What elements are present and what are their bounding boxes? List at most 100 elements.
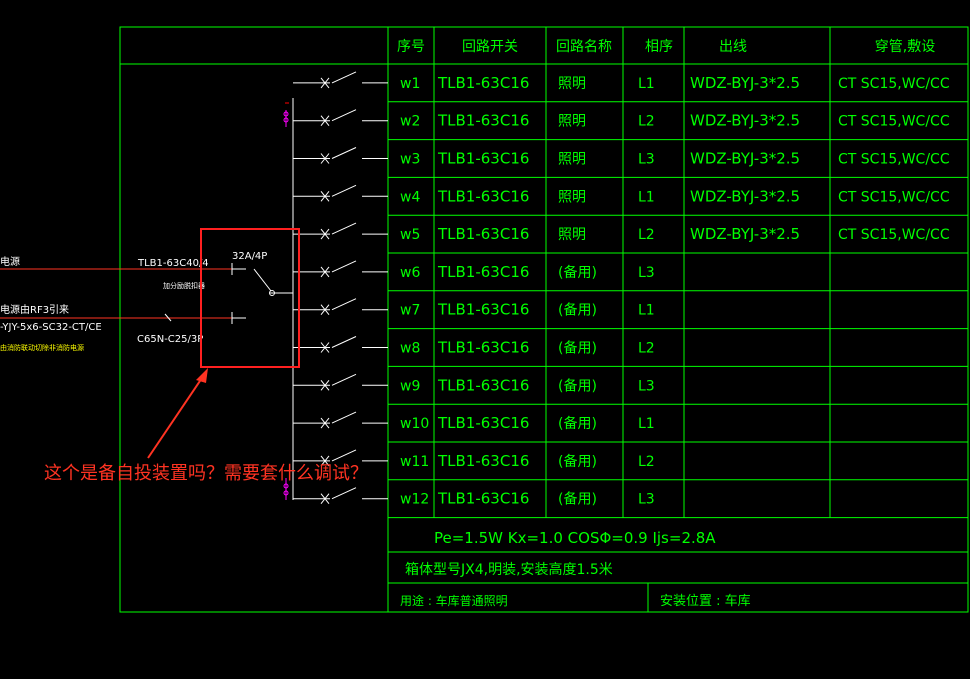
circuit-id: w8 bbox=[400, 341, 420, 357]
circuit-name: 照明 bbox=[558, 189, 586, 205]
switch-cross bbox=[320, 228, 330, 240]
switch-blade bbox=[331, 260, 357, 273]
question-text: 这个是备自投装置吗？需要套什么调试？ bbox=[44, 463, 368, 484]
switch-blade bbox=[331, 336, 357, 348]
breaker-model: TLB1-63C16 bbox=[437, 452, 529, 470]
phase: L2 bbox=[638, 114, 655, 130]
phase: L2 bbox=[638, 341, 655, 357]
incoming-2-cable: -YJY-5x6-SC32-CT/CE bbox=[0, 322, 102, 333]
circuit-id: w10 bbox=[400, 416, 429, 432]
circuit-id: w4 bbox=[400, 189, 420, 205]
header-conduit: 穿管,敷设 bbox=[875, 39, 935, 55]
summary-text: Pe=1.5W Kx=1.0 COSΦ=0.9 Ijs=2.8A bbox=[434, 529, 716, 547]
circuit-name: 照明 bbox=[558, 76, 586, 92]
phase: L1 bbox=[638, 189, 655, 205]
header-cable: 出线 bbox=[719, 39, 747, 55]
ats-rating-label: 32A/4P bbox=[232, 251, 267, 262]
breaker-model: TLB1-63C16 bbox=[437, 376, 529, 394]
circuit-id: w1 bbox=[400, 76, 420, 92]
incoming-section: 电源 TLB1-63C40/4 32A/4P 加分励脱扣器 电源由RF3引来 -… bbox=[0, 228, 300, 368]
switch-cross bbox=[320, 417, 330, 429]
conduit-spec: CT SC15,WC/CC bbox=[838, 114, 950, 130]
breaker-model: TLB1-63C16 bbox=[437, 225, 529, 243]
breaker-model: TLB1-63C16 bbox=[437, 301, 529, 319]
breaker-model: TLB1-63C16 bbox=[437, 187, 529, 205]
breaker-model: TLB1-63C16 bbox=[437, 414, 529, 432]
circuit-id: w6 bbox=[400, 265, 420, 281]
breaker-2-label: C65N-C25/3P bbox=[137, 334, 203, 345]
outer-frame bbox=[119, 26, 969, 613]
phase: L3 bbox=[638, 265, 655, 281]
circuit-id: w3 bbox=[400, 152, 420, 168]
circuit-name: (备用) bbox=[558, 340, 597, 357]
conduit-spec: CT SC15,WC/CC bbox=[838, 152, 950, 168]
cable-spec: WDZ-BYJ-3*2.5 bbox=[690, 187, 800, 205]
switch-cross bbox=[320, 153, 330, 164]
switch-cross bbox=[320, 115, 330, 127]
breaker-1-label: TLB1-63C40/4 bbox=[137, 258, 209, 269]
table-header: 序号 回路开关 回路名称 相序 出线 穿管,敷设 bbox=[397, 39, 935, 55]
switch-cross bbox=[320, 77, 330, 89]
switch-blade bbox=[331, 222, 357, 235]
ats-output-node bbox=[269, 290, 275, 296]
circuit-name: (备用) bbox=[558, 264, 597, 281]
header-circuit-name: 回路名称 bbox=[556, 39, 612, 55]
phase: L1 bbox=[638, 76, 655, 92]
switch-blade bbox=[331, 298, 357, 311]
circuit-name: (备用) bbox=[558, 302, 597, 319]
switch-cross bbox=[320, 190, 330, 202]
circuit-name: 照明 bbox=[558, 152, 586, 168]
incoming-1-label: 电源 bbox=[0, 255, 20, 268]
cable-spec: WDZ-BYJ-3*2.5 bbox=[690, 150, 800, 168]
phase: L3 bbox=[638, 378, 655, 394]
circuit-id: w11 bbox=[400, 454, 429, 470]
phase: L3 bbox=[638, 492, 655, 508]
cable-spec: WDZ-BYJ-3*2.5 bbox=[690, 112, 800, 130]
circuit-name: 照明 bbox=[558, 114, 586, 130]
switch-blade bbox=[331, 184, 357, 197]
ats-switch-blade bbox=[253, 268, 272, 292]
switch-blade bbox=[331, 71, 357, 84]
breaker-2-mark bbox=[164, 313, 172, 322]
surge-symbol-top bbox=[283, 102, 289, 127]
switch-cross bbox=[320, 342, 330, 353]
fire-cutoff-note: 由消防联动切除非消防电源 bbox=[0, 343, 84, 352]
outgoing-switches bbox=[293, 71, 388, 505]
switch-cross bbox=[320, 455, 330, 467]
circuit-name: (备用) bbox=[558, 377, 597, 394]
conduit-spec: CT SC15,WC/CC bbox=[838, 227, 950, 243]
conduit-spec: CT SC15,WC/CC bbox=[838, 189, 950, 205]
schedule-footer: Pe=1.5W Kx=1.0 COSΦ=0.9 Ijs=2.8A 箱体型号JX4… bbox=[400, 529, 751, 609]
surge-symbol-bottom bbox=[283, 478, 289, 500]
circuit-id: w9 bbox=[400, 378, 420, 394]
header-seq: 序号 bbox=[397, 39, 425, 55]
cable-spec: WDZ-BYJ-3*2.5 bbox=[690, 225, 800, 243]
arrow-head bbox=[196, 368, 208, 383]
switch-blade bbox=[331, 109, 357, 122]
location-text: 安装位置 : 车库 bbox=[660, 593, 751, 609]
switch-blade bbox=[331, 147, 357, 159]
incoming-2-label: 电源由RF3引来 bbox=[0, 303, 69, 316]
circuit-name: (备用) bbox=[558, 453, 597, 470]
circuit-name: (备用) bbox=[558, 415, 597, 432]
conduit-spec: CT SC15,WC/CC bbox=[838, 76, 950, 92]
breaker-model: TLB1-63C16 bbox=[437, 74, 529, 92]
switch-blade bbox=[331, 411, 357, 424]
phase: L2 bbox=[638, 227, 655, 243]
switch-blade bbox=[331, 373, 357, 386]
busbar bbox=[269, 98, 294, 500]
switch-cross bbox=[320, 493, 330, 505]
switch-blade bbox=[331, 487, 357, 500]
breaker-model: TLB1-63C16 bbox=[437, 490, 529, 508]
switch-cross bbox=[320, 304, 330, 316]
phase: L1 bbox=[638, 303, 655, 319]
breaker-model: TLB1-63C16 bbox=[437, 263, 529, 281]
phase: L1 bbox=[638, 416, 655, 432]
circuit-name: 照明 bbox=[558, 227, 586, 243]
breaker-model: TLB1-63C16 bbox=[437, 150, 529, 168]
circuit-id: w2 bbox=[400, 114, 420, 130]
breaker-model: TLB1-63C16 bbox=[437, 112, 529, 130]
circuit-id: w12 bbox=[400, 492, 429, 508]
